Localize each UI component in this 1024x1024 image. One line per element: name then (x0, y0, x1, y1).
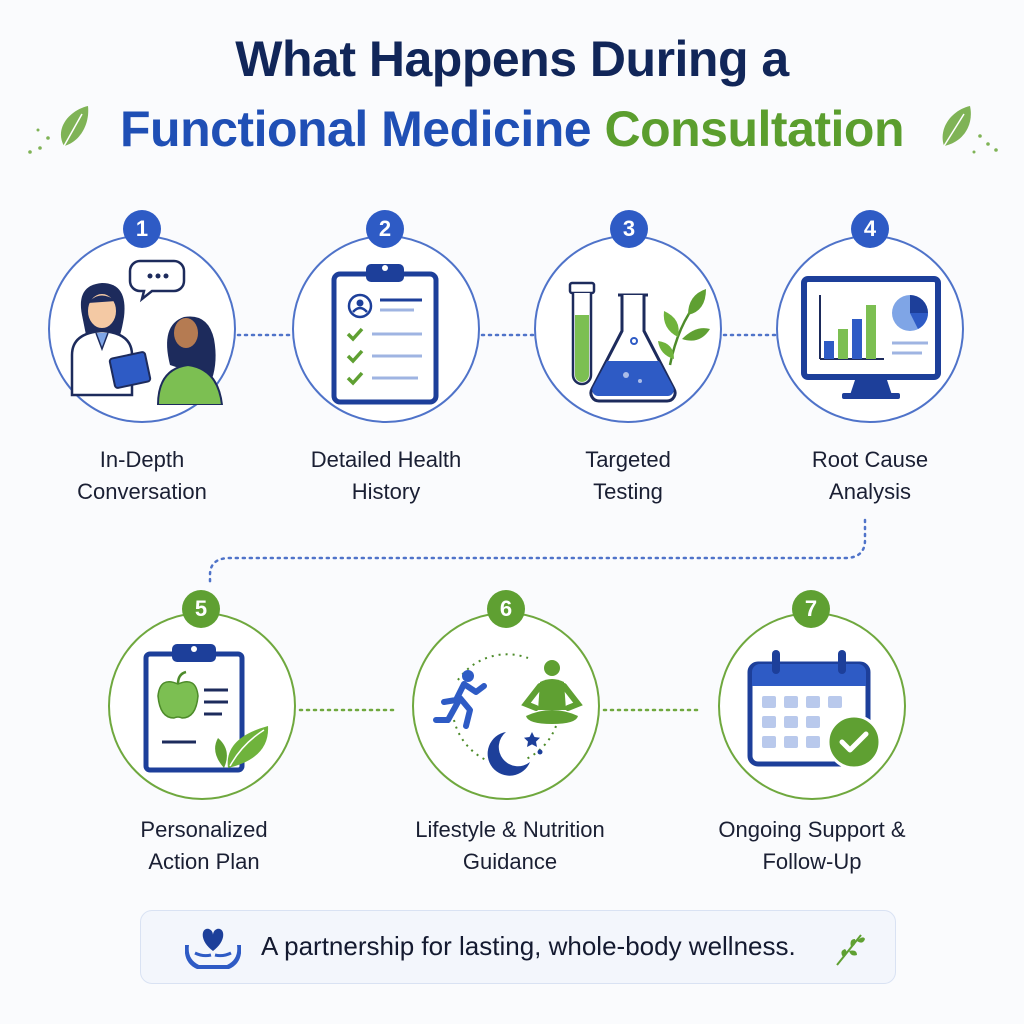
doctor-patient-icon (70, 259, 224, 405)
leaf-decor-left-icon (28, 106, 89, 154)
footer-banner: A partnership for lasting, whole-body we… (140, 910, 896, 984)
leaf-decor-right-icon (942, 106, 998, 154)
leaf-sprig-icon (836, 934, 865, 966)
connector-1-2 (236, 333, 296, 337)
step-number-badge: 3 (610, 210, 648, 248)
connector-3-4 (722, 333, 782, 337)
clipboard-apple-icon (143, 644, 269, 773)
step-number-badge: 7 (792, 590, 830, 628)
calendar-check-icon (747, 650, 882, 770)
lab-flask-icon (568, 281, 710, 403)
step-number-badge: 5 (182, 590, 220, 628)
footer-text: A partnership for lasting, whole-body we… (261, 931, 796, 961)
title-blue-part: Functional Medicine (119, 101, 592, 157)
step-number-badge: 4 (851, 210, 889, 248)
title-line-1: What Happens During a (235, 31, 789, 87)
heart-hands-icon (185, 928, 241, 969)
connector-6-7 (602, 708, 702, 712)
clipboard-checklist-icon (331, 264, 439, 405)
title-green-part: Consultation (604, 101, 905, 157)
connector-5-6 (298, 708, 398, 712)
lifestyle-icon (433, 653, 583, 776)
monitor-chart-icon (801, 276, 941, 399)
connector-4-5 (208, 518, 867, 588)
step-label: Ongoing Support &Follow-Up (718, 817, 906, 874)
title-line-2: Functional Medicine Consultation (0, 100, 1024, 158)
step-number-badge: 6 (487, 590, 525, 628)
step-number-badge: 2 (366, 210, 404, 248)
connector-2-3 (480, 333, 540, 337)
step-number-badge: 1 (123, 210, 161, 248)
